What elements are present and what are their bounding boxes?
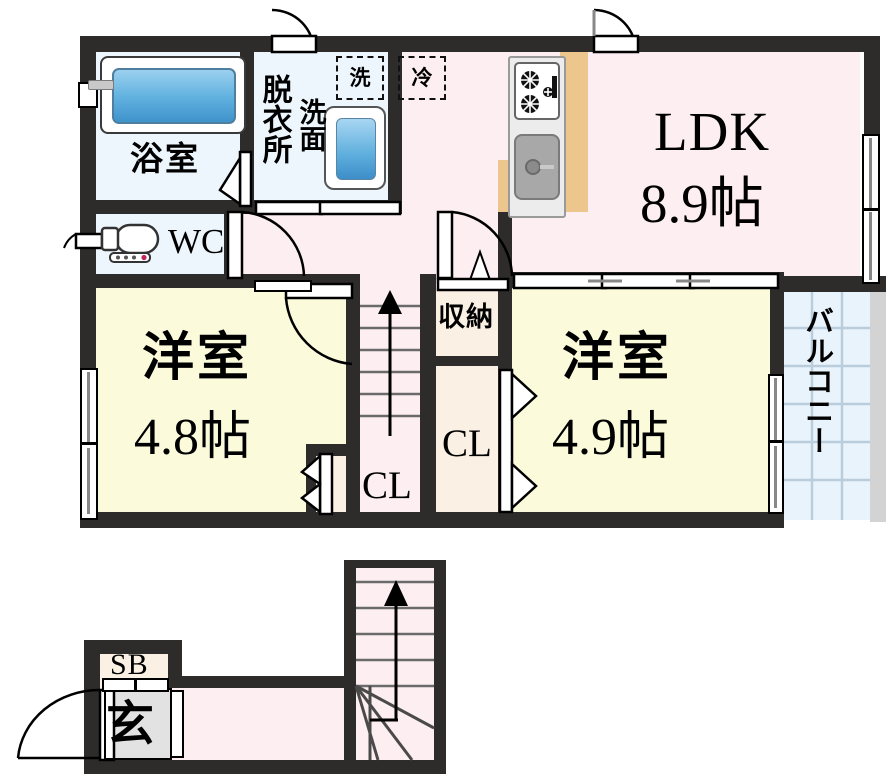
wall-bottom [80, 512, 780, 528]
sliding-door-ldk-room[interactable] [512, 272, 780, 290]
storage-label: 収納 [438, 302, 494, 333]
balcony-fill [784, 292, 870, 520]
closet-left-label: CL [362, 464, 412, 507]
closet-mid-label: CL [442, 422, 492, 465]
staircase-upper [360, 284, 420, 448]
balcony-tile-grid [784, 292, 870, 520]
lower-wall-sb-left [84, 640, 100, 774]
closet-left-top-panel[interactable] [254, 280, 312, 292]
storage-door[interactable] [436, 277, 512, 292]
lower-wall-stair-left [344, 560, 356, 772]
dressing-room-label: 脱衣所 [256, 74, 292, 164]
entrance-label: 玄 [106, 696, 155, 752]
bathroom-label: 浴室 [130, 139, 200, 178]
ldk-name-label: LDK [654, 101, 771, 162]
ldk-area-label: 8.9帖 [640, 173, 764, 234]
wall-stair-right [420, 274, 436, 516]
closet-mid-folding-door[interactable] [498, 368, 538, 514]
kitchen-sink-icon [514, 134, 560, 200]
bathtub-icon [100, 56, 246, 134]
lower-wall-hall-top [168, 676, 356, 688]
fridge-label: 冷 [411, 65, 433, 90]
sliding-door-dressing-hall[interactable] [254, 200, 404, 216]
washbasin-label: 洗面 [294, 98, 326, 152]
entrance-fill [104, 688, 172, 760]
room-left-name-label: 洋室 [142, 328, 253, 388]
balcony-rail [870, 292, 886, 522]
room-right-fill [512, 288, 770, 516]
wall-wc-bottom [80, 274, 240, 288]
wall-storage-bottom [436, 356, 512, 366]
lower-wall-bottom [84, 760, 446, 774]
balcony-label: バルコニー [800, 306, 835, 456]
closet-mid-fill [436, 364, 510, 516]
washer-label: 洗 [349, 65, 371, 90]
gas-stove-icon [514, 62, 560, 120]
bathtub-faucet-icon [88, 80, 114, 90]
fridge-slot-box: 冷 [398, 56, 446, 100]
wall-right-mid [770, 276, 886, 292]
window-room-left [80, 368, 98, 520]
upper-floor-group: バルコニー [63, 6, 886, 528]
door-bathroom[interactable] [218, 150, 253, 210]
room-left-area-label: 4.8帖 [134, 409, 252, 466]
room-right-name-label: 洋室 [562, 328, 673, 388]
washer-slot-box: 洗 [336, 56, 384, 100]
wall-bath-bottom [80, 200, 254, 214]
staircase-lower [354, 568, 435, 761]
entrance-door[interactable] [16, 688, 116, 764]
lower-wall-sb-top [84, 640, 180, 654]
lower-wall-stair-right [434, 560, 446, 772]
room-right-area-label: 4.9帖 [552, 409, 670, 466]
lower-wall-sb-right [168, 640, 182, 688]
window-ldk-right [862, 134, 880, 284]
entrance-right-jamb [170, 690, 184, 758]
washbasin-icon [324, 106, 386, 190]
door-wc[interactable] [226, 208, 306, 286]
door-top-dressing[interactable] [268, 6, 324, 56]
toilet-label: WC [168, 222, 225, 261]
toilet-icon [100, 223, 160, 263]
wall-closet-left-side [306, 444, 316, 516]
storage-fill [436, 288, 510, 356]
hall-fill [224, 212, 512, 284]
shoe-box-doors[interactable] [102, 678, 170, 692]
closet-left-folding-door[interactable] [299, 452, 334, 516]
window-room-right-balcony [768, 374, 784, 514]
shoe-box-label: SB [110, 648, 149, 681]
door-top-kitchen[interactable] [590, 6, 646, 56]
